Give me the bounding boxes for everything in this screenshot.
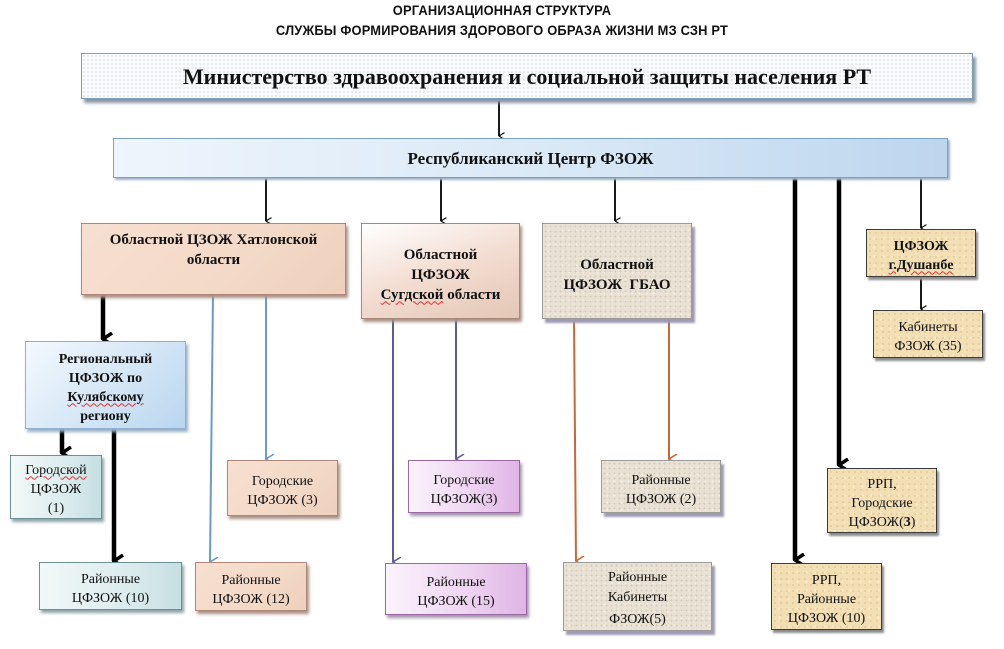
rrp-city-count: 3	[903, 514, 911, 530]
kulyab-district-node: Районные ЦФЗОЖ (10)	[39, 562, 182, 610]
kulyab-line-1: Региональный	[58, 351, 153, 367]
rrp-city-line-2: Городские	[851, 495, 913, 511]
kulyab-line-4: региону	[80, 408, 131, 424]
gbao-district-node: Районные ЦФЗОЖ (2)	[601, 460, 721, 513]
kulyab-line-3: Кулябскому	[67, 389, 144, 405]
kulyab-district-line-1: Районные	[80, 571, 141, 587]
republican-center-label: Республиканский Центр ФЗОЖ	[407, 148, 654, 168]
dushanbe-cabinets-line-2: ФЗОЖ (35)	[894, 339, 962, 354]
sughd-city-node: Городские ЦФЗОЖ(3)	[408, 460, 520, 513]
chart-title-line-1: ОРГАНИЗАЦИОННАЯ СТРУКТУРА	[392, 2, 612, 18]
rrp-city-node: РРП, Городские ЦФЗОЖ(3)	[827, 468, 937, 533]
kulyab-line-2: ЦФЗОЖ по	[68, 370, 143, 386]
arrow-khatlon-to-district	[210, 294, 213, 562]
khatlon-district-node: Районные ЦФЗОЖ (12)	[195, 562, 307, 611]
rrp-city-line-3: ЦФЗОЖ(3)	[849, 513, 916, 532]
dushanbe-line-2: г.Душанбе	[888, 257, 954, 273]
rrp-district-line-3: ЦФЗОЖ (10)	[787, 610, 866, 626]
sughd-district-line-1: Районные	[426, 575, 486, 590]
dushanbe-cabinets-line-1: Кабинеты	[898, 320, 958, 335]
gbao-district-line-2: ЦФЗОЖ (2)	[625, 491, 697, 507]
gbao-cabinets-line-2: Кабинеты	[607, 590, 668, 605]
rrp-city-count-suffix: )	[910, 514, 916, 530]
gbao-regional-node: Областной ЦФЗОЖ ГБАО	[542, 223, 692, 319]
dushanbe-line-1: ЦФЗОЖ	[893, 238, 949, 254]
republican-center-node: Республиканский Центр ФЗОЖ	[113, 138, 948, 178]
khatlon-city-line-1: Городские	[251, 474, 314, 489]
kulyab-city-node: Городской ЦФЗОЖ (1)	[10, 455, 102, 519]
kulyab-city-line-2: ЦФЗОЖ	[30, 481, 82, 497]
rrp-district-line-1: РРП,	[811, 572, 842, 588]
khatlon-district-line-2: ЦФЗОЖ (12)	[212, 591, 290, 607]
chart-title-line-2: СЛУЖБЫ ФОРМИРОВАНИЯ ЗДОРОВОГО ОБРАЗА ЖИЗ…	[275, 22, 729, 38]
gbao-district-line-1: Районные	[631, 472, 691, 488]
kulyab-district-line-2: ЦФЗОЖ (10)	[71, 590, 150, 606]
arrow-gbao-to-cabinets	[573, 317, 576, 561]
khatlon-regional-node: Областной ЦЗОЖ Хатлонской области	[81, 223, 346, 295]
gbao-cabinets-line-3: ФЗОЖ(5)	[609, 612, 666, 627]
dushanbe-cabinets-node: Кабинеты ФЗОЖ (35)	[873, 310, 983, 358]
rrp-district-line-2: Районные	[796, 591, 857, 607]
sughd-regional-line-1: Областной	[403, 246, 478, 263]
sughd-regional-line-3: Сугдской области	[381, 285, 501, 305]
sughd-regional-node: Областной ЦФЗОЖ Сугдской области	[361, 223, 520, 319]
khatlon-district-line-1: Районные	[221, 572, 281, 588]
gbao-cabinets-line-1: Районные	[607, 570, 668, 585]
gbao-regional-line-1: Областной	[580, 256, 654, 273]
dushanbe-node: ЦФЗОЖ г.Душанбе	[866, 229, 976, 277]
khatlon-city-line-2: ЦФЗОЖ (3)	[247, 493, 318, 508]
sughd-city-line-2: ЦФЗОЖ(3)	[430, 491, 498, 507]
rrp-city-count-prefix: ЦФЗОЖ(	[848, 514, 904, 530]
gbao-cabinets-node: Районные Кабинеты ФЗОЖ(5)	[563, 562, 712, 631]
sughd-regional-line-2: ЦФЗОЖ	[411, 266, 470, 283]
sughd-district-node: Районные ЦФЗОЖ (15)	[385, 563, 527, 615]
rrp-city-line-1: РРП,	[867, 476, 897, 492]
gbao-regional-line-2: ЦФЗОЖ ГБАО	[563, 276, 671, 293]
khatlon-regional-label: Областной ЦЗОЖ Хатлонской области	[109, 232, 318, 268]
sughd-word: Сугдской	[380, 286, 444, 303]
kulyab-regional-node: Региональный ЦФЗОЖ по Кулябскому региону	[25, 341, 186, 429]
ministry-node: Министерство здравоохранения и социально…	[81, 53, 973, 99]
sughd-district-line-2: ЦФЗОЖ (15)	[417, 594, 495, 609]
khatlon-city-node: Городские ЦФЗОЖ (3)	[227, 460, 338, 516]
ministry-label: Министерство здравоохранения и социально…	[182, 63, 872, 89]
sughd-city-line-1: Городские	[433, 472, 495, 488]
kulyab-city-line-1: Городской	[25, 462, 87, 478]
kulyab-city-line-3: (1)	[47, 500, 65, 516]
sughd-word-tail: области	[443, 286, 501, 303]
rrp-district-node: РРП, Районные ЦФЗОЖ (10)	[771, 563, 882, 630]
